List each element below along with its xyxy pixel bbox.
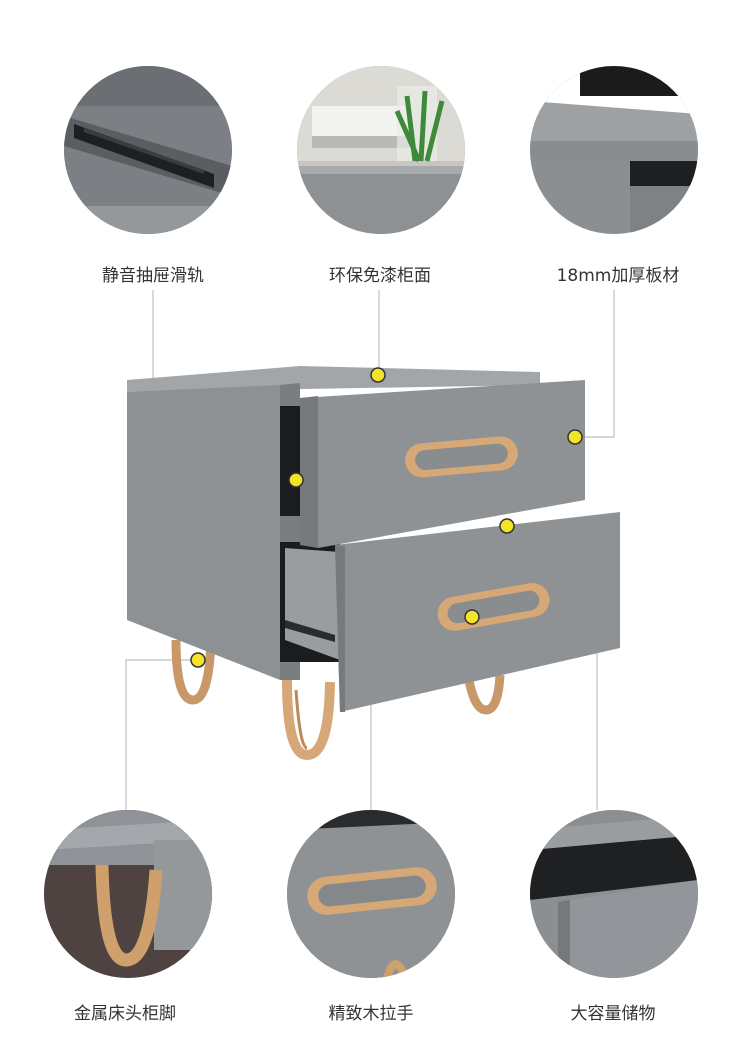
feature-markers <box>190 367 583 668</box>
wood-handle-closeup <box>287 810 455 978</box>
storage-closeup <box>530 810 698 978</box>
leg-back-left <box>171 639 216 705</box>
marker-drawer-slide <box>288 472 304 488</box>
cabinet-surface-icon <box>297 66 465 234</box>
leader-line-thick-panel <box>575 290 615 438</box>
feature-label-wood-handle: 精致木拉手 <box>328 1004 414 1024</box>
drawer-slide-closeup <box>64 66 232 234</box>
feature-label-storage: 大容量储物 <box>570 1004 656 1024</box>
leader-line-metal-leg <box>125 659 198 810</box>
feature-label-cabinet-surface: 环保免漆柜面 <box>329 266 431 286</box>
marker-cabinet-surface <box>370 367 386 383</box>
metal-leg-closeup <box>44 810 212 978</box>
drawer-slide-icon <box>64 66 232 234</box>
cabinet-top <box>127 366 540 392</box>
marker-thick-panel <box>567 429 583 445</box>
metal-leg-icon <box>44 810 212 978</box>
feature-label-metal-leg: 金属床头柜脚 <box>74 1004 176 1024</box>
marker-metal-leg <box>190 652 206 668</box>
storage-icon <box>530 810 698 978</box>
marker-wood-handle <box>464 609 480 625</box>
leg-back-right <box>463 674 505 715</box>
cabinet-surface-closeup <box>297 66 465 234</box>
leg-front-left <box>282 679 335 761</box>
thick-panel-icon <box>530 66 698 234</box>
feature-label-thick-panel: 18mm加厚板材 <box>556 266 680 286</box>
marker-storage <box>499 518 515 534</box>
thick-panel-closeup <box>530 66 698 234</box>
wood-handle-icon <box>287 810 455 978</box>
cabinet-side <box>127 385 280 680</box>
feature-label-drawer-slide: 静音抽屉滑轨 <box>102 266 204 286</box>
